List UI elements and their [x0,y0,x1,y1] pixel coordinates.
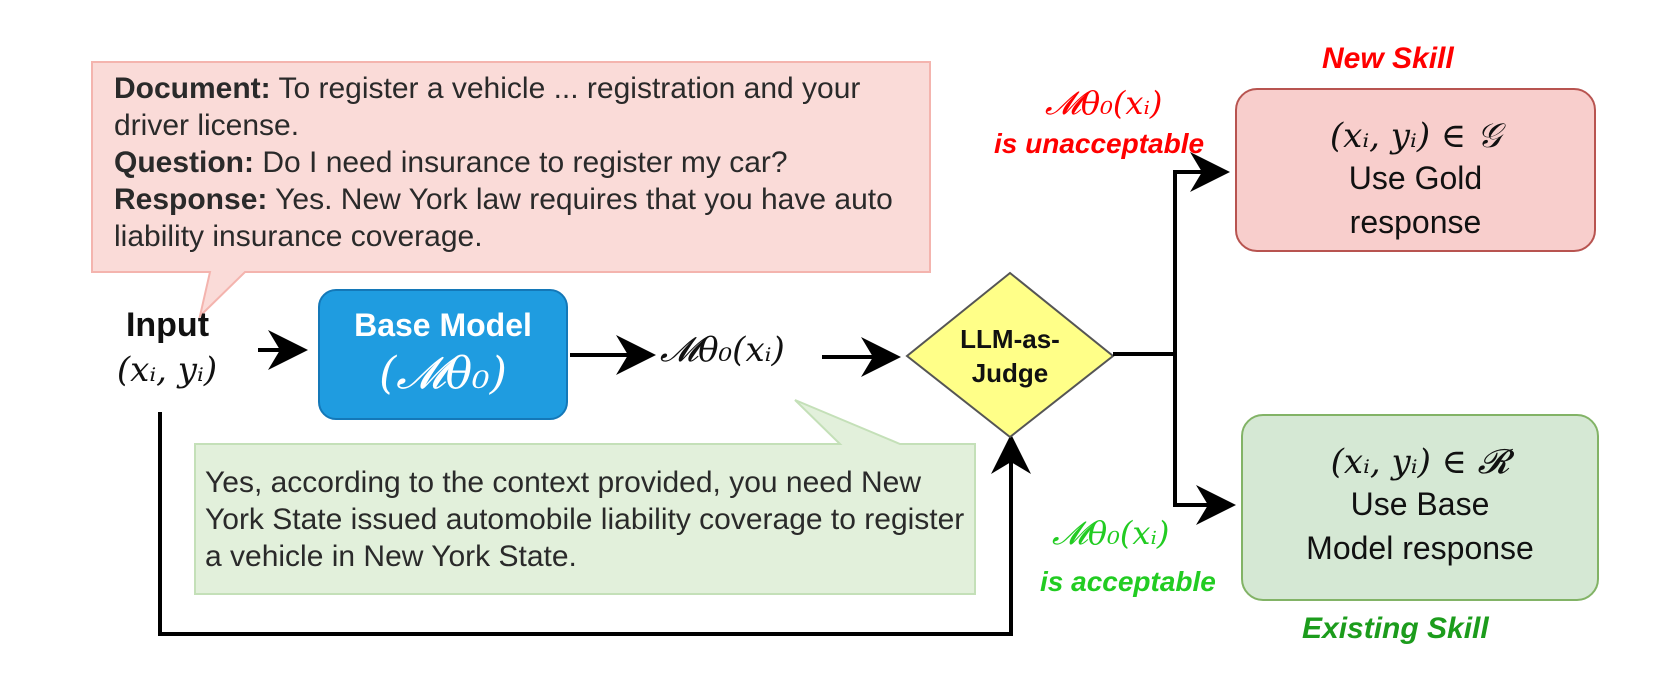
arrow-judge-to-new-skill [1113,152,1230,356]
response-callout-shape [194,399,976,595]
unacceptable-condition-text: is unacceptable [994,128,1205,159]
model-output-math: 𝓜θ₀(xᵢ) [660,330,785,370]
judge-diamond [905,271,1115,439]
model-response-text: Yes, according to the context provided, … [205,466,965,573]
input-label: Input [125,306,210,344]
existing-skill-heading: Existing Skill [1302,612,1489,645]
arrow-input-loop-to-judge [158,412,1031,636]
unacceptable-condition-math: 𝓜θ₀(xᵢ) [1045,84,1163,122]
existing-skill-box: (xᵢ, yᵢ) ∈ 𝓡 Use Base Model response [1241,414,1599,601]
new-skill-heading: New Skill [1322,42,1454,75]
judge-label: LLM-as- Judge [955,322,1065,390]
new-skill-box: (xᵢ, yᵢ) ∈ 𝒢 Use Gold response [1235,88,1596,252]
new-skill-line2: response [1349,204,1482,240]
model-response-callout: Yes, according to the context provided, … [195,378,975,594]
response-label: Response: [114,183,268,216]
response-text: Yes. New York law requires that you have… [114,183,893,253]
arrow-judge-to-existing-skill [1173,354,1236,525]
new-skill-line1: Use Gold [1348,160,1483,196]
existing-skill-line2: Model response [1306,530,1534,566]
document-label: Document: [114,72,271,105]
input-math: (xᵢ, yᵢ) [116,350,218,390]
existing-skill-line1: Use Base [1350,486,1490,522]
existing-skill-math: (xᵢ, yᵢ) ∈ 𝓡 [1330,442,1510,482]
document-text: To register a vehicle ... registration a… [114,72,861,142]
judge-label-line2: Judge [971,358,1049,388]
acceptable-condition-math: 𝓜θ₀(xᵢ) [1052,514,1170,552]
base-model-symbol: (𝓜θ₀) [379,348,507,399]
base-model-box: Base Model (𝓜θ₀) [318,289,568,420]
base-model-label: Base Model [354,307,532,343]
new-skill-math: (xᵢ, yᵢ) ∈ 𝒢 [1329,116,1502,156]
judge-label-line1: LLM-as- [960,324,1060,354]
document-callout-shape [91,61,931,320]
document-callout: Document: To register a vehicle ... regi… [92,62,930,272]
question-label: Question: [114,146,254,179]
question-text: Do I need insurance to register my car? [254,146,788,179]
acceptable-condition-text: is acceptable [1040,566,1216,597]
